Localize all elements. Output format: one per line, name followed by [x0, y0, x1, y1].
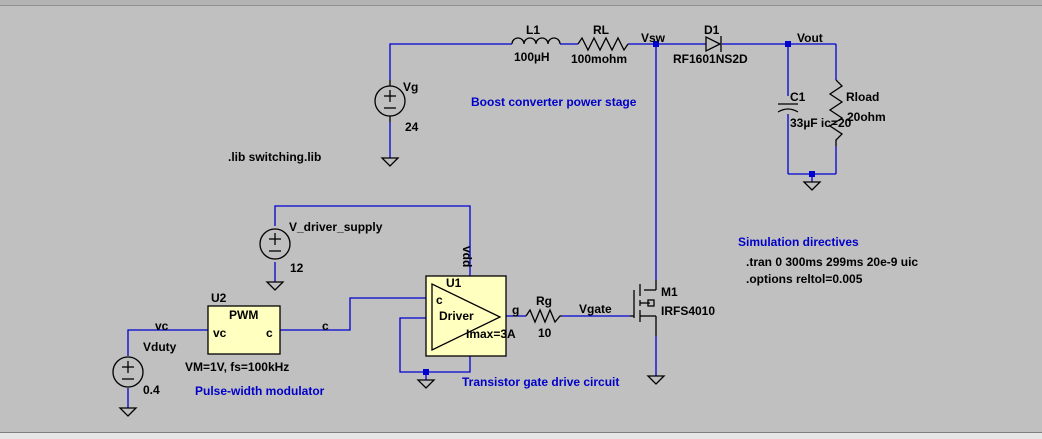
U1-pin-c: c: [436, 293, 443, 307]
resistor-Rload[interactable]: Rload 20ohm: [828, 79, 886, 146]
capacitor-C1[interactable]: C1 33µF ic=20: [777, 90, 852, 130]
annotation-sim-directives: Simulation directives: [738, 235, 859, 249]
net-label-vdd: vdd: [460, 246, 474, 267]
net-label-c: c: [322, 319, 329, 333]
U1-param: Imax=3A: [466, 327, 516, 341]
ground-icon: [646, 375, 666, 385]
U2-pin-vc: vc: [213, 326, 227, 340]
U2-pin-c: c: [266, 326, 273, 340]
ground-icon: [802, 181, 822, 191]
M1-ref: M1: [661, 285, 678, 299]
U1-pin-g: g: [512, 303, 519, 317]
ground-symbols: [118, 157, 822, 417]
spice-lib-directive: .lib switching.lib: [228, 150, 321, 164]
driver-U1[interactable]: U1 c Driver g Imax=3A vdd: [425, 246, 519, 357]
resistor-RL[interactable]: RL 100mohm: [571, 23, 629, 66]
L1-value: 100µH: [514, 50, 550, 64]
ground-icon: [416, 379, 436, 389]
annotation-gate-drive: Transistor gate drive circuit: [462, 375, 619, 389]
net-label-vout: Vout: [797, 31, 823, 45]
ground-icon: [118, 407, 138, 417]
M1-value: IRFS4010: [661, 304, 715, 318]
annotation-power-stage: Boost converter power stage: [471, 95, 637, 109]
voltage-source-Vg[interactable]: Vg 24: [374, 80, 419, 134]
inductor-L1[interactable]: L1 100µH: [511, 23, 561, 64]
RL-ref: RL: [593, 23, 609, 37]
ground-icon: [265, 281, 285, 291]
Rload-value: 20ohm: [847, 110, 886, 124]
mosfet-M1[interactable]: M1 IRFS4010: [630, 280, 715, 336]
Rg-value: 10: [538, 326, 552, 340]
annotation-pwm: Pulse-width modulator: [195, 384, 325, 398]
Rload-ref: Rload: [846, 90, 879, 104]
resistor-Rg[interactable]: Rg 10: [525, 294, 562, 340]
net-label-vsw: Vsw: [641, 31, 666, 45]
diode-D1[interactable]: D1 RF1601NS2D: [673, 23, 748, 66]
U2-ref: U2: [211, 291, 227, 305]
Vg-ref: Vg: [403, 80, 418, 94]
spice-tran-directive: .tran 0 300ms 299ms 20e-9 uic: [746, 255, 918, 269]
voltage-source-V-driver-supply[interactable]: V_driver_supply 12: [259, 220, 383, 275]
net-label-vgate: Vgate: [579, 302, 612, 316]
horizontal-scrollbar[interactable]: [0, 432, 1042, 439]
window-top-strip: [0, 0, 1042, 6]
Vduty-ref: Vduty: [143, 340, 177, 354]
U1-body: Driver: [439, 309, 474, 323]
voltage-source-Vduty[interactable]: Vduty 0.4: [112, 340, 177, 397]
RL-value: 100mohm: [571, 52, 627, 66]
junction-dots: [423, 41, 815, 375]
U1-ref: U1: [446, 276, 462, 290]
D1-ref: D1: [704, 23, 720, 37]
Vduty-value: 0.4: [143, 383, 160, 397]
Vdriver-ref: V_driver_supply: [289, 220, 383, 234]
net-label-vc: vc: [155, 319, 169, 333]
U2-title: PWM: [229, 308, 258, 322]
C1-ref: C1: [790, 90, 806, 104]
Vg-value: 24: [405, 120, 419, 134]
pwm-U2[interactable]: U2 PWM vc c VM=1V, fs=100kHz: [185, 291, 289, 374]
spice-options-directive: .options reltol=0.005: [746, 272, 863, 286]
Vdriver-value: 12: [290, 261, 304, 275]
Rg-ref: Rg: [536, 294, 552, 308]
U2-param: VM=1V, fs=100kHz: [185, 360, 289, 374]
ground-icon: [380, 157, 400, 167]
D1-value: RF1601NS2D: [673, 52, 748, 66]
C1-value: 33µF ic=20: [790, 116, 852, 130]
L1-ref: L1: [526, 23, 540, 37]
